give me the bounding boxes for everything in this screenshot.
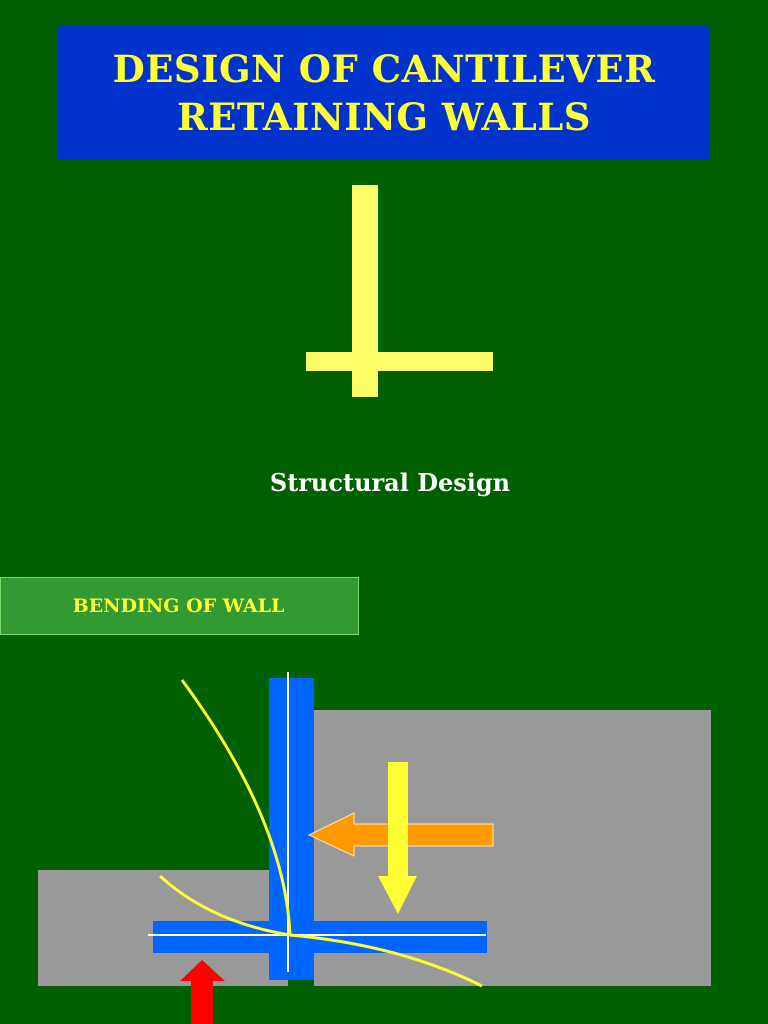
base-reaction-arrow [180, 960, 225, 1024]
wall-base-shape [306, 352, 493, 371]
vertical-load-arrow [378, 762, 417, 914]
subtitle: Structural Design [269, 468, 511, 497]
section-header: BENDING OF WALL [0, 577, 359, 635]
title-line-2: RETAINING WALLS [176, 94, 592, 139]
title-line-1: DESIGN OF CANTILEVER [112, 46, 656, 91]
title-box: DESIGN OF CANTILEVER RETAINING WALLS [58, 26, 710, 159]
base-deflection-curve [158, 874, 483, 988]
stem-deflection-curve [180, 679, 292, 936]
section-label: BENDING OF WALL [72, 595, 285, 617]
